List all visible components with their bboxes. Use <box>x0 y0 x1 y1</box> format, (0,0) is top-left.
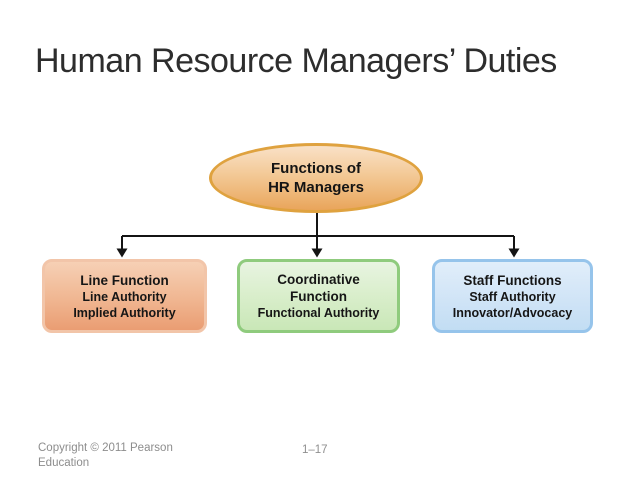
node-line-function-title: Line Function <box>80 272 169 288</box>
node-line-function-sub1: Line Authority <box>82 289 167 304</box>
node-staff-functions-title: Staff Functions <box>463 272 562 288</box>
node-staff-functions-sub2: Innovator/Advocacy <box>452 305 573 320</box>
root-node-functions-of-hr-managers: Functions of HR Managers <box>209 143 423 213</box>
node-coordinative-function-sub1: Functional Authority <box>257 306 380 320</box>
copyright-notice: Copyright © 2011 Pearson Education <box>38 442 173 469</box>
arrowhead-center-icon <box>311 248 323 258</box>
node-staff-functions-sub1: Staff Authority <box>469 289 556 304</box>
slide-title: Human Resource Managers’ Duties <box>35 42 557 80</box>
node-coordinative-function-title1: Coordinative <box>277 272 360 287</box>
root-node-line1: Functions of <box>271 160 361 177</box>
node-line-function-sub2: Implied Authority <box>73 305 176 320</box>
node-coordinative-function: Coordinative Function Functional Authori… <box>237 259 400 333</box>
page-number: 1–17 <box>302 444 328 456</box>
node-line-function: Line Function Line Authority Implied Aut… <box>42 259 207 333</box>
node-staff-functions: Staff Functions Staff Authority Innovato… <box>432 259 593 333</box>
arrowhead-left-icon <box>116 248 128 258</box>
node-coordinative-function-title2: Function <box>290 289 347 304</box>
arrowhead-right-icon <box>508 248 520 258</box>
root-node-line2: HR Managers <box>268 179 364 196</box>
